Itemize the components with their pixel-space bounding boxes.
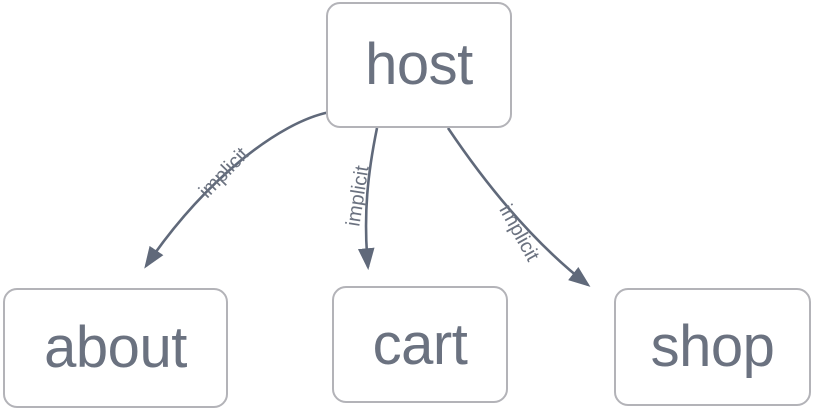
node-cart-label: cart [372, 311, 468, 377]
node-about-label: about [44, 315, 187, 380]
node-host-label: host [365, 32, 473, 97]
edge-host-shop [446, 127, 591, 287]
node-shop[interactable]: shop [614, 288, 811, 406]
edge-host-cart [357, 127, 379, 271]
node-about[interactable]: about [3, 288, 228, 408]
node-host[interactable]: host [326, 2, 512, 128]
node-shop-label: shop [650, 314, 775, 379]
edge-host-about [144, 110, 331, 269]
node-cart[interactable]: cart [332, 286, 508, 403]
